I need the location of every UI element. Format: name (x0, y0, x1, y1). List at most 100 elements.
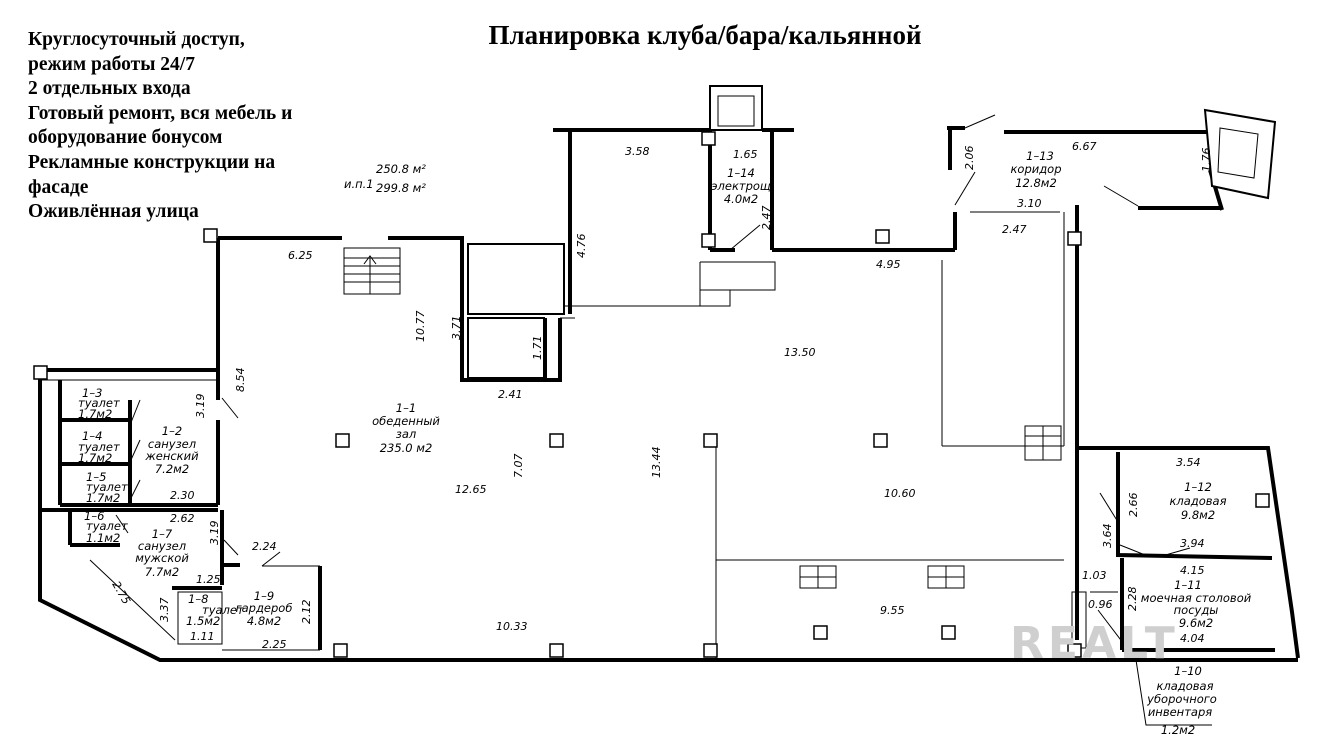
dimension-label: 2.30 (170, 489, 195, 502)
structural-column (873, 433, 888, 448)
room-area: 1.7м2 (86, 491, 120, 505)
dimension-label: 13.50 (784, 346, 816, 359)
area-summary: и.п.1 250.8 м² 299.8 м² (344, 162, 426, 195)
dimension-label: 4.15 (1180, 564, 1205, 577)
dimension-label: 3.94 (1180, 537, 1205, 550)
room-number: 1–2 (162, 424, 182, 438)
room-name: санузел (138, 539, 187, 553)
page-title: Планировка клуба/бара/кальянной (488, 20, 922, 50)
dimension-label: 2.24 (252, 540, 277, 553)
structural-column (703, 643, 718, 658)
dimension-label: 4.04 (1180, 632, 1205, 645)
dimension-label: 6.25 (288, 249, 313, 262)
room-number: 1–14 (727, 166, 755, 180)
room-name: кладовая (1169, 494, 1226, 508)
dimension-label: 10.77 (414, 311, 427, 343)
structural-column (33, 365, 48, 380)
service-stairs (799, 565, 965, 589)
ad-line: Готовый ремонт, вся мебель и (28, 102, 293, 124)
room-name: туалет (86, 480, 128, 494)
dimension-label: 3.10 (1017, 197, 1042, 210)
room-area: 7.2м2 (155, 462, 189, 476)
room-number: 1–10 (1174, 664, 1202, 678)
dimension-label: 2.75 (109, 579, 133, 607)
structural-column (701, 233, 716, 248)
ad-line: фасаде (28, 176, 89, 198)
ad-line: 2 отдельных входа (28, 78, 191, 100)
dimension-label: 12.65 (455, 483, 487, 496)
dimension-label: 2.47 (1002, 223, 1027, 236)
dimension-label: 8.54 (234, 368, 247, 393)
room-name: моечная столовой (1141, 591, 1252, 605)
ad-line: Оживлённая улица (28, 201, 199, 223)
dimension-label: 9.55 (880, 604, 905, 617)
room-area: 7.7м2 (145, 565, 179, 579)
ad-line: режим работы 24/7 (28, 53, 195, 75)
room-area: 1.1м2 (86, 531, 120, 545)
room-name: инвентаря (1148, 705, 1212, 719)
room-name: электрощ (711, 179, 771, 193)
structural-column (1067, 231, 1082, 246)
room-labels: 1–1 обеденный зал 235.0 м2 1–2 санузел ж… (78, 149, 1252, 737)
dimension-label: 2.25 (262, 638, 287, 651)
room-number: 1–11 (1174, 578, 1202, 592)
ad-line: Круглосуточный доступ, (28, 29, 245, 50)
leader-line (1097, 609, 1212, 726)
room-name: туалет (86, 519, 128, 533)
structural-column (335, 433, 350, 448)
dimension-label: 3.58 (625, 145, 650, 158)
dimension-label: 2.06 (963, 146, 976, 171)
dimension-label: 2.41 (498, 388, 523, 401)
dimension-labels: 3.58 1.65 2.47 4.76 6.25 10.77 3.71 1.71… (109, 140, 1213, 651)
room-name: зал (396, 427, 417, 441)
room-name: туалет (78, 440, 120, 454)
dimension-label: 3.64 (1101, 524, 1114, 549)
room-area: 1.7м2 (78, 451, 112, 465)
area-summary-value-2: 299.8 м² (376, 181, 426, 195)
walls (38, 85, 1300, 662)
dimension-label: 3.71 (450, 316, 463, 341)
structural-column (203, 228, 218, 243)
dimension-label: 1.76 (1200, 148, 1213, 173)
dimension-label: 2.62 (170, 512, 195, 525)
room-area: 1.5м2 (186, 614, 220, 628)
dimension-label: 6.67 (1072, 140, 1097, 153)
dimension-label: 13.44 (650, 447, 663, 479)
ad-line: оборудование бонусом (28, 127, 223, 149)
dimension-label: 7.07 (512, 454, 525, 479)
dimension-label: 2.28 (1126, 587, 1139, 612)
dimension-label: 1.11 (190, 630, 215, 643)
room-area: 1.2м2 (1161, 723, 1195, 737)
room-area: 9.6м2 (1179, 616, 1213, 630)
room-number: 1–13 (1026, 149, 1054, 163)
structural-column (549, 643, 564, 658)
room-name: посуды (1174, 603, 1219, 617)
dimension-label: 1.65 (733, 148, 758, 161)
dimension-label: 10.60 (884, 487, 916, 500)
room-area: 4.0м2 (724, 192, 758, 206)
dimension-label: 10.33 (496, 620, 528, 633)
room-number: 1–3 (82, 386, 102, 400)
structural-column (941, 625, 956, 640)
dimension-label: 3.54 (1176, 456, 1201, 469)
room-number: 1–12 (1184, 480, 1212, 494)
dimension-label: 2.66 (1127, 493, 1140, 518)
room-name: обеденный (372, 414, 440, 428)
room-number: 1–5 (86, 470, 106, 484)
structural-column (875, 229, 890, 244)
room-area: 9.8м2 (1181, 508, 1215, 522)
room-name: гардероб (236, 601, 293, 615)
dimension-label: 4.95 (876, 258, 901, 271)
dimension-label: 1.03 (1082, 569, 1107, 582)
room-area: 1.7м2 (78, 407, 112, 421)
dimension-label: 2.47 (760, 206, 773, 231)
structural-column (549, 433, 564, 448)
room-area: 235.0 м2 (380, 441, 433, 455)
room-area: 4.8м2 (247, 614, 281, 628)
room-number: 1–4 (82, 429, 102, 443)
dimension-label: 3.19 (208, 521, 221, 546)
stair-block (343, 247, 401, 295)
stair-east (1024, 425, 1062, 461)
structural-column (701, 131, 716, 146)
